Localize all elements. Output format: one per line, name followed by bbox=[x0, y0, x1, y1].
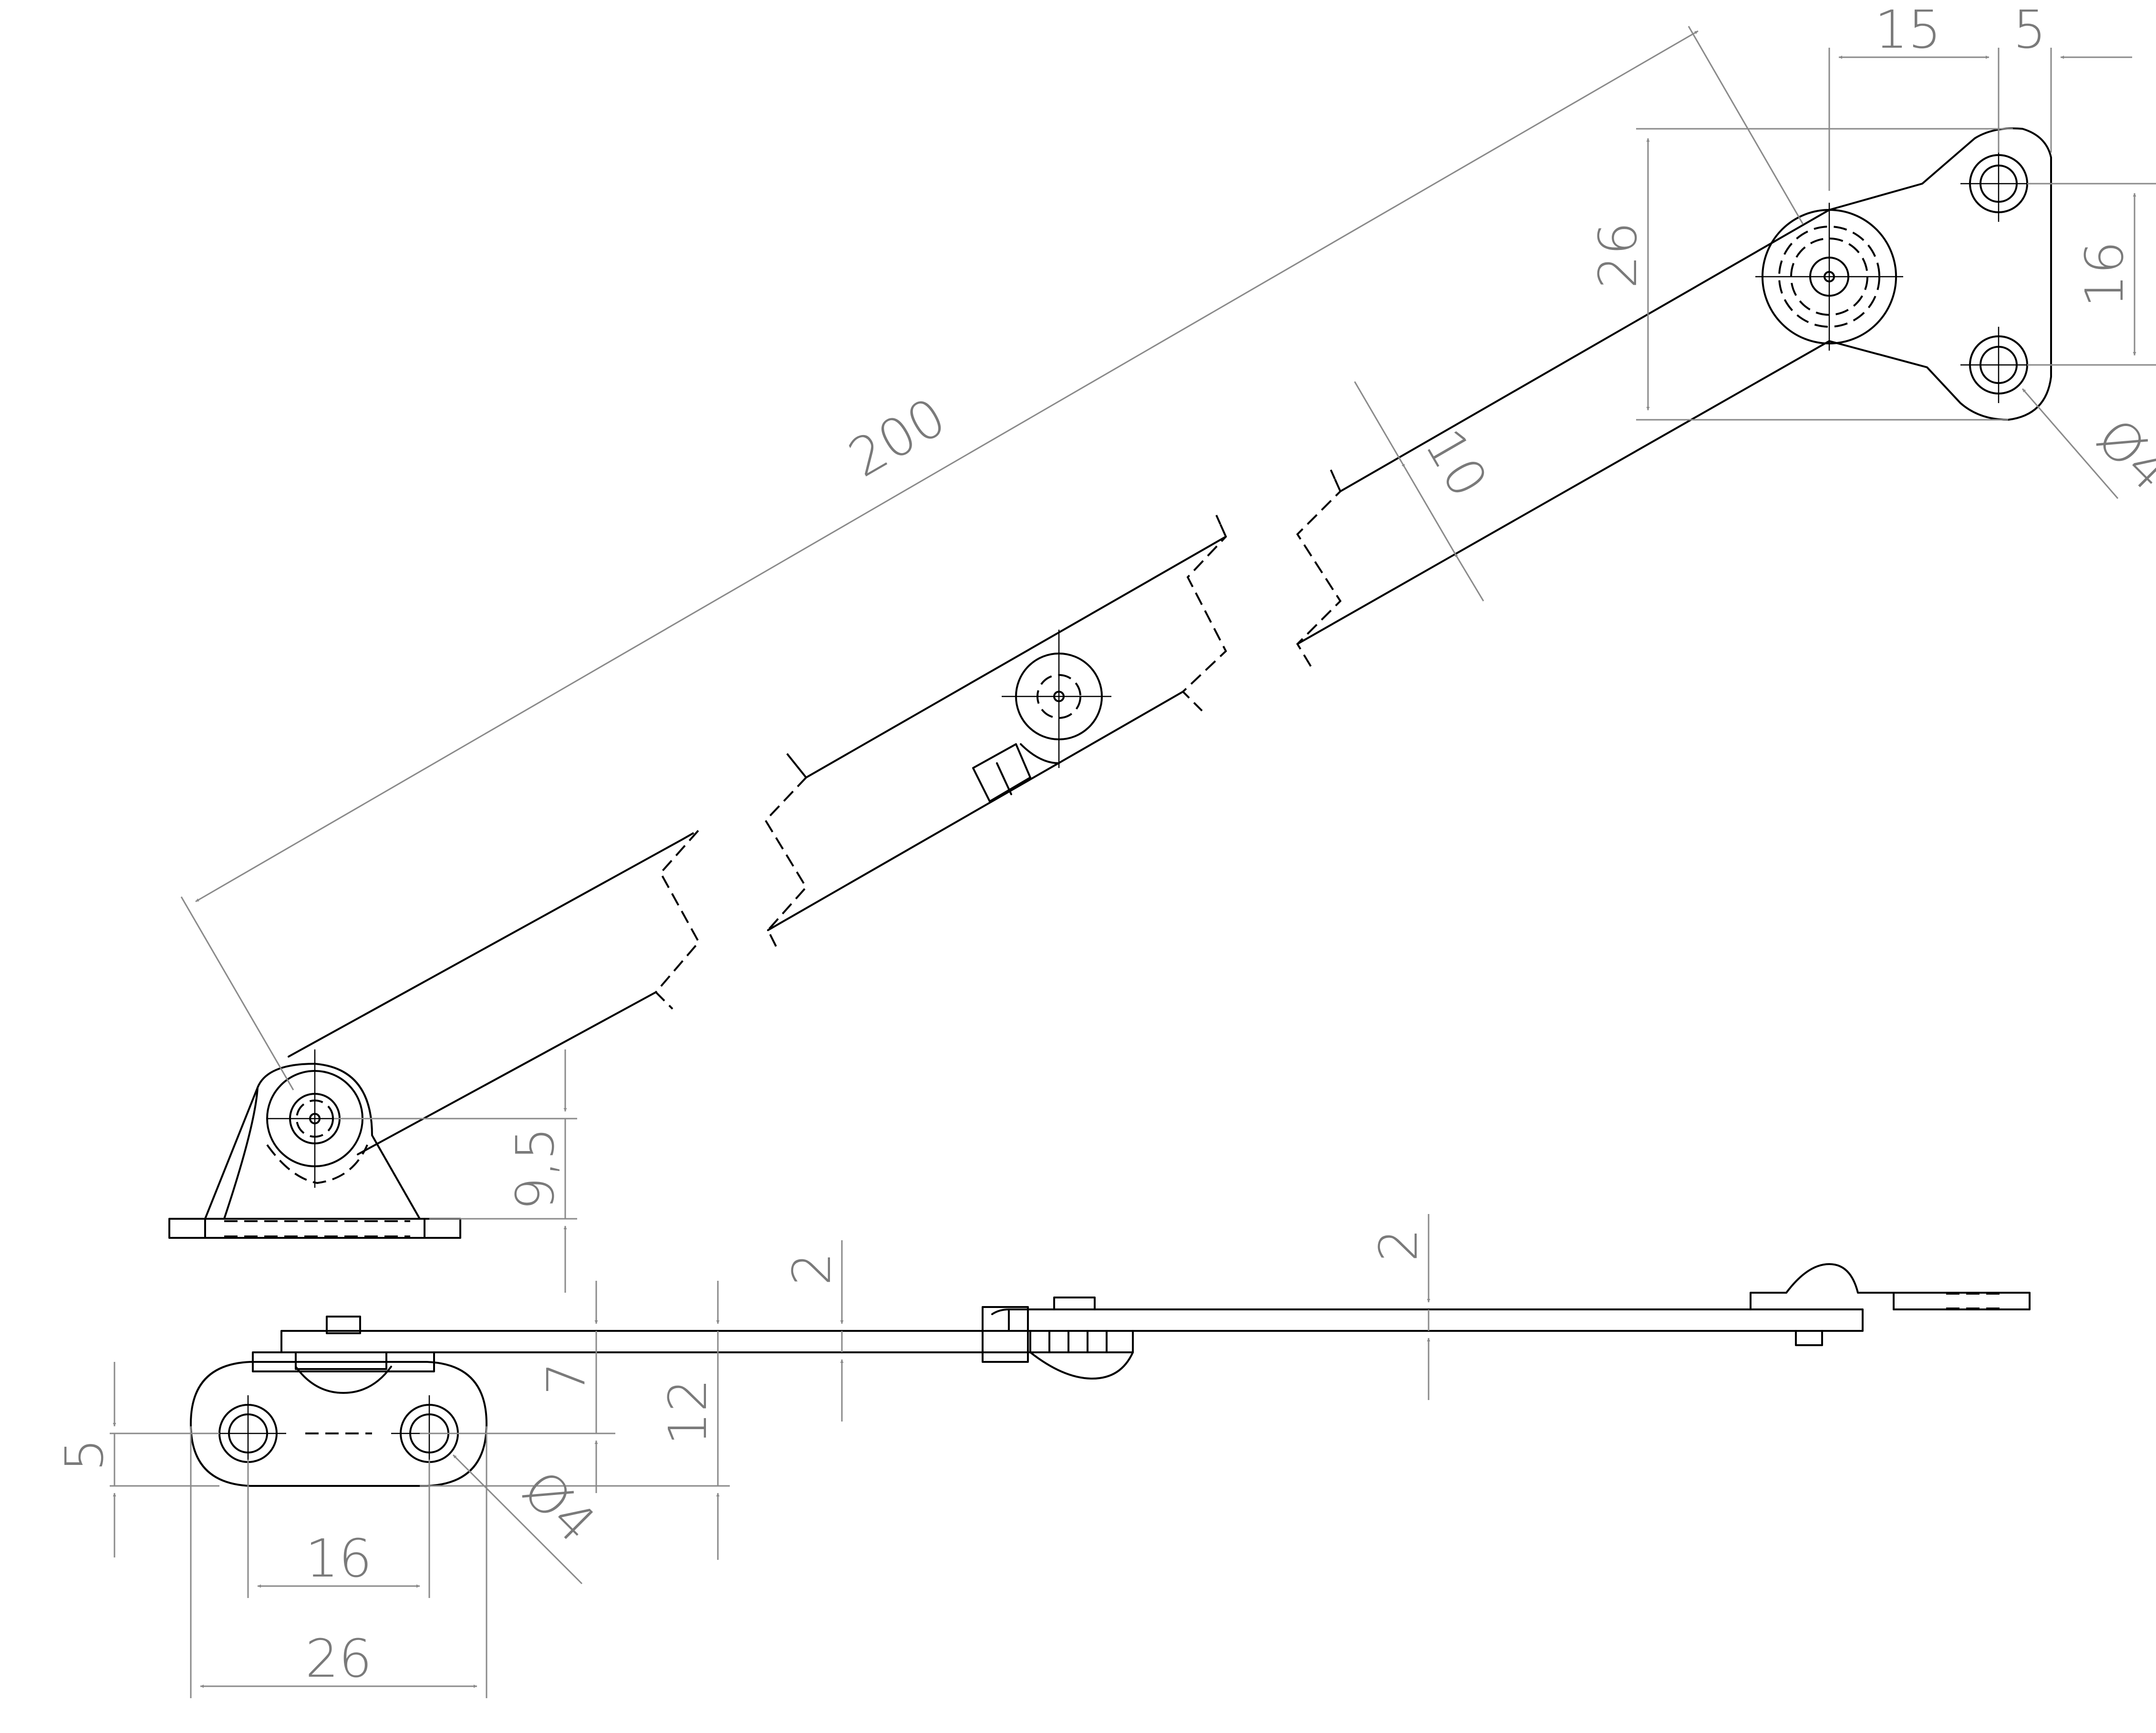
dim-arm-width: 10 bbox=[1413, 419, 1499, 507]
lower-plate-plan bbox=[190, 1361, 487, 1487]
dim-thickness-right: 2 bbox=[1368, 1228, 1429, 1262]
dim-plate-half-width: 5 bbox=[54, 1438, 115, 1472]
dim-thickness-left: 2 bbox=[781, 1252, 842, 1286]
stay-arm-top-view bbox=[168, 127, 2052, 1239]
lower-bracket-upright bbox=[204, 1063, 421, 1220]
dim-plate-length: 26 bbox=[305, 1628, 372, 1689]
dim-lower-hole-diameter: Ø4 bbox=[511, 1459, 607, 1555]
lower-base-plate bbox=[168, 1218, 461, 1239]
dim-bracket-height-7: 7 bbox=[536, 1362, 597, 1395]
dim-upper-offset-5: 5 bbox=[2013, 0, 2046, 60]
stay-arm-side-view bbox=[190, 1263, 2031, 1487]
dim-bracket-height-12: 12 bbox=[657, 1379, 718, 1445]
dim-upper-hole-diameter: Ø4 bbox=[2085, 407, 2156, 503]
side-arm-lower bbox=[280, 1330, 1050, 1353]
dim-upper-hole-spacing: 16 bbox=[2074, 241, 2135, 308]
arm-segment-2 bbox=[805, 536, 1227, 778]
dim-lower-hole-spacing: 16 bbox=[305, 1528, 372, 1589]
dim-upper-offset-15: 15 bbox=[1875, 0, 1941, 60]
side-upper-plate bbox=[1893, 1292, 2031, 1310]
arm-segment-1 bbox=[288, 839, 683, 1058]
dimensions: 200 10 26 16 15 5 Ø4 9,5 bbox=[54, 0, 2156, 1698]
dim-lower-bracket-height: 9,5 bbox=[505, 1127, 566, 1211]
side-arm-upper bbox=[1008, 1308, 1864, 1332]
dim-upper-plate-height: 26 bbox=[1587, 222, 1648, 289]
dim-overall-length: 200 bbox=[839, 386, 956, 489]
upper-mounting-plate bbox=[1828, 127, 2052, 421]
